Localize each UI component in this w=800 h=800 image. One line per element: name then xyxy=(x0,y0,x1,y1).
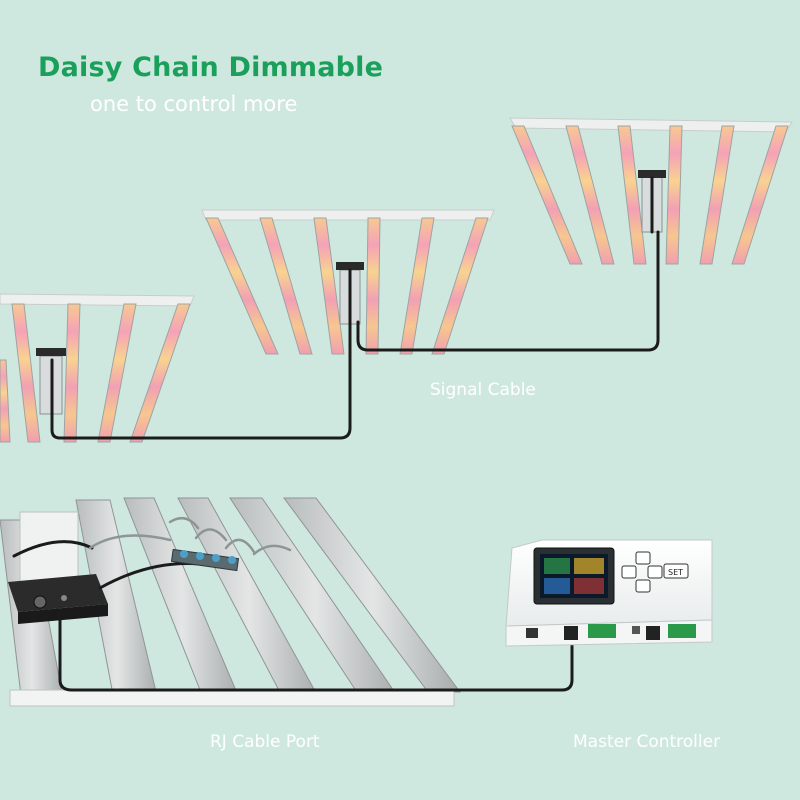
grow-light-panel-right xyxy=(509,117,793,265)
master-controller: SET xyxy=(505,539,713,647)
signal-cable-label: Signal Cable xyxy=(430,380,536,400)
controller-ports xyxy=(526,624,696,640)
cable-splitter xyxy=(170,548,240,572)
signal-cable xyxy=(50,176,660,440)
grow-light-panel-middle xyxy=(201,209,495,355)
led-driver xyxy=(8,574,108,624)
rj-cable-port-label: RJ Cable Port xyxy=(210,732,320,752)
led-bars-middle xyxy=(205,217,489,355)
controller-keypad: SET xyxy=(621,551,689,593)
connector-cables xyxy=(88,516,292,556)
controller-screen xyxy=(540,554,608,598)
led-bars-right xyxy=(511,125,789,265)
led-bars-left xyxy=(0,303,191,443)
grow-light-panel-left xyxy=(0,293,195,443)
master-controller-label: Master Controller xyxy=(573,732,721,752)
page-title: Daisy Chain Dimmable xyxy=(38,52,384,83)
page-subtitle: one to control more xyxy=(90,92,298,116)
set-key-label: SET xyxy=(668,568,683,577)
